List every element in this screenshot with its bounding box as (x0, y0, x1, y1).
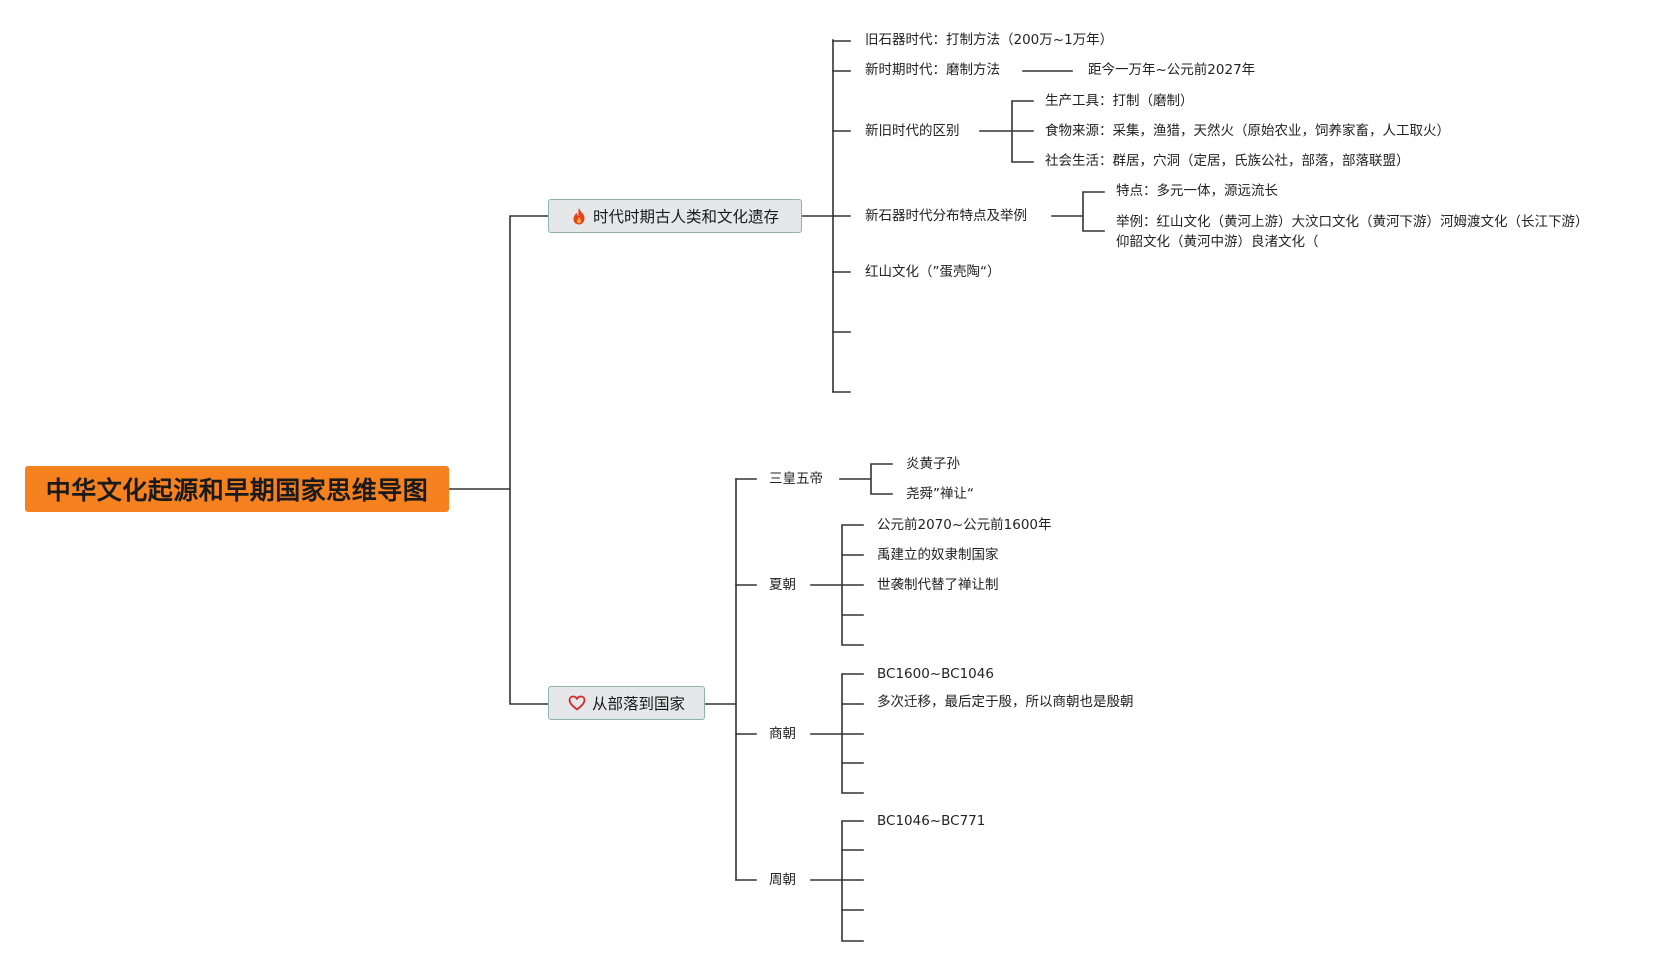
node-sanhuang-item[interactable]: 炎黄子孙 (906, 456, 960, 472)
branch-node-tribe-to-state[interactable]: 从部落到国家 (548, 686, 705, 720)
node-social[interactable]: 社会生活：群居，穴洞（定居，氏族公社，部落，部落联盟） (1045, 153, 1410, 169)
node-shang-item[interactable]: 多次迁移，最后定于殷，所以商朝也是殷朝 (877, 694, 1134, 710)
node-zhou[interactable]: 周朝 (769, 872, 796, 888)
node-example-line1: 举例：红山文化（黄河上游）大汶口文化（黄河下游）河姆渡文化（长江下游） (1116, 214, 1589, 230)
node-example[interactable]: 举例：红山文化（黄河上游）大汶口文化（黄河下游）河姆渡文化（长江下游） 仰韶文化… (1116, 212, 1589, 252)
root-label: 中华文化起源和早期国家思维导图 (45, 476, 429, 505)
branch-label: 从部落到国家 (591, 695, 685, 713)
node-feature[interactable]: 特点：多元一体，源远流长 (1116, 183, 1278, 199)
root-node[interactable]: 中华文化起源和早期国家思维导图 (25, 466, 449, 512)
fire-icon (571, 207, 587, 225)
node-zhou-item[interactable]: BC1046~BC771 (877, 813, 986, 829)
node-sanhuang-item[interactable]: 尧舜”禅让“ (906, 486, 974, 502)
node-difference[interactable]: 新旧时代的区别 (865, 123, 960, 139)
node-tools[interactable]: 生产工具：打制（磨制） (1045, 93, 1194, 109)
node-hongshan[interactable]: 红山文化（”蛋壳陶“） (865, 264, 1001, 280)
node-xia-item[interactable]: 禹建立的奴隶制国家 (877, 547, 999, 563)
node-xia-item[interactable]: 公元前2070~公元前1600年 (877, 517, 1052, 533)
node-xia-item[interactable]: 世袭制代替了禅让制 (877, 577, 999, 593)
node-food[interactable]: 食物来源：采集，渔猎，天然火（原始农业，饲养家畜，人工取火） (1045, 123, 1450, 139)
node-neolithic-date[interactable]: 距今一万年~公元前2027年 (1088, 62, 1256, 78)
node-neolithic[interactable]: 新时期时代：磨制方法 (865, 62, 1000, 78)
branch-label: 时代时期古人类和文化遗存 (592, 208, 779, 226)
node-paleolithic[interactable]: 旧石器时代：打制方法（200万~1万年） (865, 32, 1114, 48)
node-sanhuang[interactable]: 三皇五帝 (769, 471, 823, 487)
node-example-line2: 仰韶文化（黄河中游）良渚文化（ (1116, 234, 1319, 250)
node-distribution[interactable]: 新石器时代分布特点及举例 (865, 208, 1027, 224)
heart-icon (568, 695, 586, 711)
branch-node-prehistory[interactable]: 时代时期古人类和文化遗存 (548, 199, 802, 233)
node-shang-item[interactable]: BC1600~BC1046 (877, 666, 994, 682)
node-xia[interactable]: 夏朝 (769, 577, 796, 593)
node-shang[interactable]: 商朝 (769, 726, 796, 742)
